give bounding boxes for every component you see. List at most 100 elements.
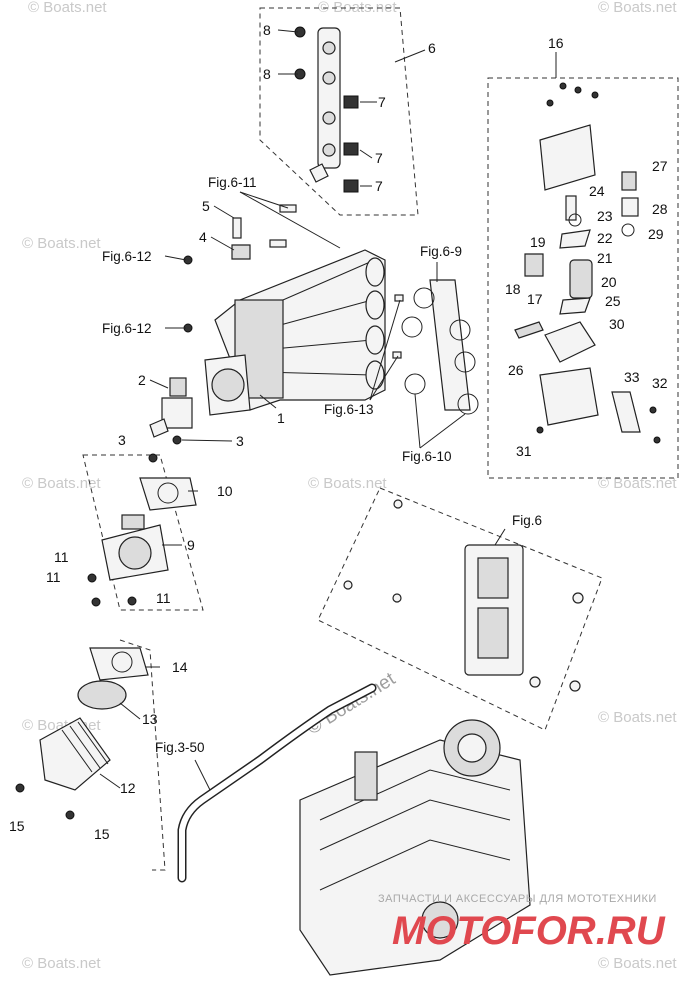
- callout-25: 25: [605, 293, 621, 309]
- leader: [369, 355, 399, 401]
- leader: [277, 29, 299, 33]
- manifold-inlet: [211, 368, 245, 402]
- washer: [572, 592, 584, 604]
- valve-needle: [565, 195, 577, 221]
- callout-17: 17: [527, 291, 543, 307]
- figref-3-50: Fig.3-50: [155, 740, 205, 755]
- sensor: [231, 244, 251, 260]
- watermark: © Boats.net: [22, 235, 101, 252]
- dowel: [394, 294, 404, 302]
- leader-lines: [99, 29, 557, 791]
- fuel-assembly-group-outline: [317, 487, 603, 731]
- watermark: © Boats.net: [308, 475, 387, 492]
- screw: [148, 453, 158, 463]
- pump-plug: [514, 321, 544, 339]
- watermark: © Boats.net: [598, 955, 677, 972]
- watermark: © Boats.net: [22, 475, 101, 492]
- leader: [494, 528, 506, 546]
- screw: [127, 596, 137, 606]
- callout-5: 5: [202, 198, 210, 214]
- engine-pulley: [421, 901, 459, 939]
- figure-references: Fig.6-11 Fig.6-12 Fig.6-12 Fig.6-9 Fig.6…: [102, 175, 542, 755]
- engine-block: [299, 719, 531, 976]
- fuel-assembly-section: [477, 607, 509, 659]
- figref-6-9: Fig.6-9: [420, 244, 462, 259]
- watermark-center: © Boats.net: [304, 668, 400, 739]
- callout-7: 7: [375, 178, 383, 194]
- callout-12: 12: [120, 780, 136, 796]
- watermark: © Boats.net: [598, 475, 677, 492]
- washer: [392, 593, 402, 603]
- leader: [213, 205, 235, 219]
- callout-3: 3: [118, 432, 126, 448]
- washer: [529, 676, 541, 688]
- rail-port: [322, 111, 336, 125]
- fuel-assembly: [343, 499, 584, 692]
- screw: [574, 86, 582, 94]
- callout-8: 8: [263, 22, 271, 38]
- fuel-pump: [569, 259, 593, 299]
- o-ring: [457, 393, 479, 415]
- screw: [172, 435, 182, 445]
- screw: [653, 436, 661, 444]
- fuel-assembly-section: [477, 557, 509, 599]
- fuel-inlet-fitting: [309, 163, 329, 183]
- valve-pipe: [149, 418, 169, 438]
- o-ring: [449, 319, 471, 341]
- leader: [369, 299, 401, 401]
- o-ring: [568, 213, 582, 227]
- bracket: [611, 391, 641, 433]
- screw: [649, 406, 657, 414]
- separator-cover: [539, 124, 596, 191]
- leader: [164, 255, 187, 261]
- crankshaft-end: [354, 751, 378, 801]
- leader: [419, 413, 466, 449]
- callout-6: 6: [428, 40, 436, 56]
- filter-cap: [621, 197, 639, 217]
- callout-16: 16: [548, 35, 564, 51]
- screw: [559, 82, 567, 90]
- vapor-separator: [514, 82, 661, 444]
- washer: [393, 499, 403, 509]
- screw: [591, 91, 599, 99]
- screw: [91, 597, 101, 607]
- callout-9: 9: [187, 537, 195, 553]
- fuel-rail: [294, 26, 359, 193]
- callout-24: 24: [589, 183, 605, 199]
- callout-7: 7: [375, 150, 383, 166]
- manifold-port: [365, 290, 385, 320]
- callout-33: 33: [624, 369, 640, 385]
- callout-labels: 8 8 6 7 7 7 5 4 2 1 3 3 10 9 11 11 11 14…: [9, 22, 668, 842]
- fuel-rail-body: [317, 27, 341, 169]
- callout-7: 7: [378, 94, 386, 110]
- intake-manifold: [204, 249, 386, 416]
- figref-6-13: Fig.6-13: [324, 402, 374, 417]
- leader: [99, 773, 121, 789]
- screw: [87, 573, 97, 583]
- figref-6-11: Fig.6-11: [208, 175, 257, 190]
- callout-26: 26: [508, 362, 524, 378]
- rail-port: [322, 41, 336, 55]
- float-pin: [559, 229, 591, 249]
- callout-2: 2: [138, 372, 146, 388]
- vapor-separator-group-outline: [487, 77, 679, 479]
- callout-15: 15: [94, 826, 110, 842]
- throttle-bore: [118, 536, 152, 570]
- leader: [259, 394, 277, 409]
- figref-6-10: Fig.6-10: [402, 449, 452, 464]
- throttle-gasket: [139, 477, 197, 511]
- silencer-body: [39, 717, 111, 791]
- rail-port: [322, 143, 336, 157]
- callout-8: 8: [263, 66, 271, 82]
- figref-6: Fig.6: [512, 513, 542, 528]
- manifold-port: [365, 325, 385, 355]
- screw: [536, 426, 544, 434]
- bolt: [279, 204, 297, 213]
- leader: [239, 191, 341, 249]
- callout-13: 13: [142, 711, 158, 727]
- throttle-sensor: [121, 514, 145, 530]
- breather-hose: [177, 683, 377, 883]
- intake-seal: [77, 680, 127, 710]
- manifold-hardware: [148, 204, 297, 463]
- screw: [15, 783, 25, 793]
